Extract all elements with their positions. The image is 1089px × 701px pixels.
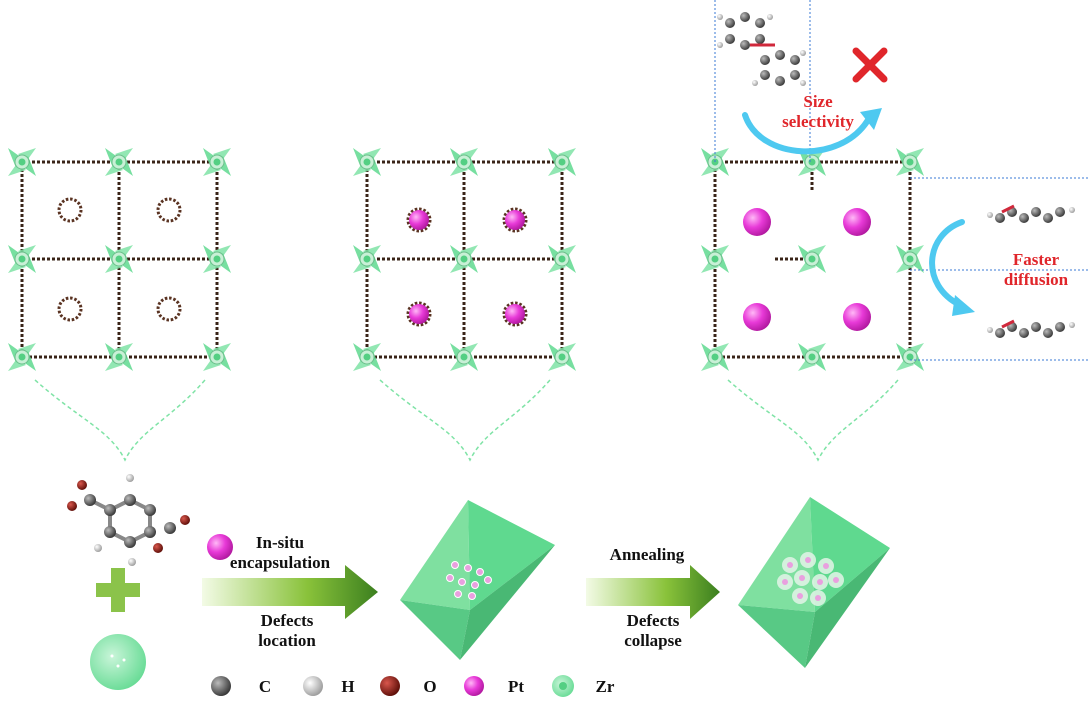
guide-lines [714, 0, 1089, 361]
step2-bottom-label: Defects collapse [624, 611, 682, 650]
size-selectivity-label: Size selectivity [782, 92, 854, 131]
mof-lattice-defects-collapsed [700, 147, 925, 372]
step2-top-label: Annealing [609, 545, 685, 564]
reject-x-icon [852, 47, 888, 83]
linear-molecule-bottom [987, 319, 1075, 338]
plus-icon [96, 568, 140, 612]
legend-o-symbol [380, 676, 400, 696]
green-arrow-icon-2 [586, 565, 720, 619]
legend-h-symbol [303, 676, 323, 696]
bulky-molecule [717, 12, 806, 86]
legend-c-label: C [258, 677, 272, 696]
legend-o-label: O [423, 677, 437, 696]
legend-symbols [211, 675, 574, 697]
step1-bottom-label: Defects location [258, 611, 316, 650]
legend-pt-label: Pt [507, 677, 525, 696]
pt-sphere [207, 534, 233, 560]
zr-cluster-sphere [90, 634, 146, 690]
linker-molecule [67, 474, 190, 566]
green-arrow-icon [202, 565, 378, 619]
mof-lattice-pristine [7, 147, 232, 372]
mof-lattice-pt-encapsulated [352, 147, 577, 372]
legend-pt-symbol [464, 676, 484, 696]
faster-diffusion-label: Faster diffusion [1003, 250, 1069, 289]
linear-molecule-top [987, 204, 1075, 223]
blue-curved-arrow-icon [742, 112, 871, 155]
legend-zr-label: Zr [595, 677, 615, 696]
step1-top-label: In-situ encapsulation [229, 533, 331, 572]
octahedron-crystal-1 [400, 500, 555, 660]
legend-c-symbol [211, 676, 231, 696]
octahedron-crystal-2 [738, 497, 890, 668]
legend-h-label: H [341, 677, 355, 696]
